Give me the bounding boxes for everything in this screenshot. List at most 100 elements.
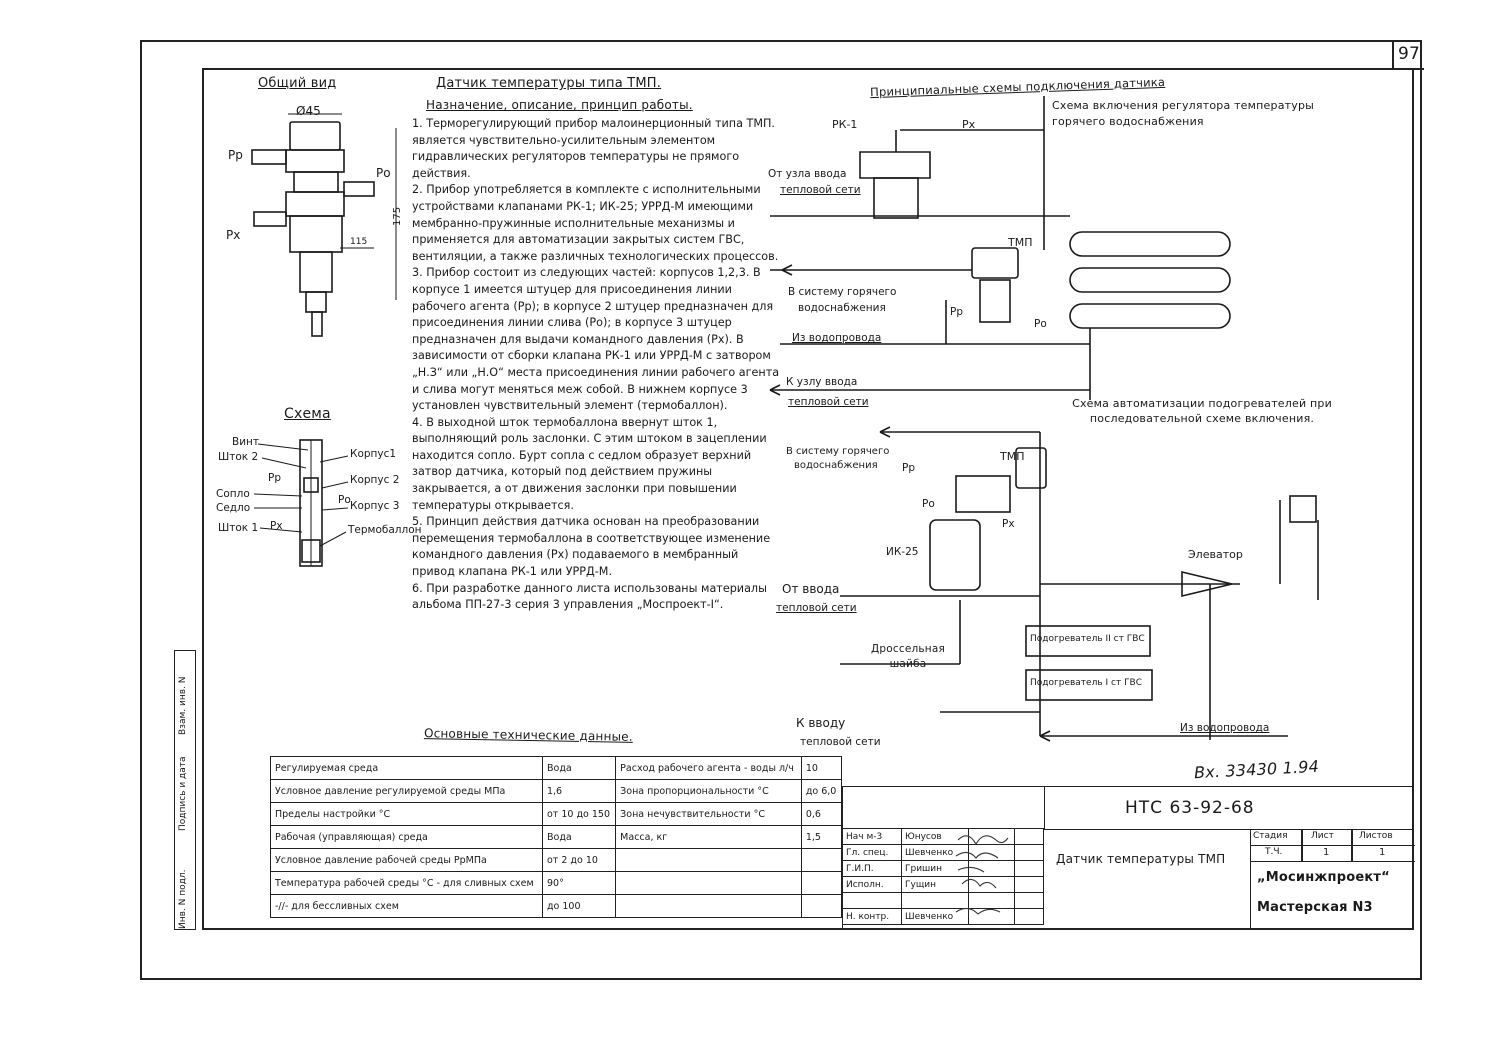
tech-cell: от 10 до 150 xyxy=(541,802,617,826)
schema-sedlo: Седло xyxy=(216,502,251,514)
general-view-sensor xyxy=(251,113,397,337)
stamp-divider xyxy=(1251,845,1415,847)
paragraph-5: 5. Принцип действия датчика основан на п… xyxy=(412,515,771,579)
lbl-pr1: Pр xyxy=(950,306,963,318)
lbl-tmp2: ТМП xyxy=(1000,450,1025,463)
gv-pr: Pр xyxy=(228,148,243,162)
side-strip: Инв. N подл. Подпись и дата Взам. инв. N xyxy=(174,650,196,930)
scheme1-title: Схема включения регулятора температуры г… xyxy=(1052,99,1315,128)
gv-px: Px xyxy=(226,228,241,242)
stamp-right: Стадия Лист Листов Т.Ч. 1 1 „Мосинжпроек… xyxy=(1250,830,1415,930)
tech-cell: Рабочая (управляющая) среда xyxy=(270,825,543,849)
tech-cell: -//- для бессливных схем xyxy=(270,894,543,918)
description-subtitle: Назначение, описание, принцип работы. xyxy=(426,98,693,112)
tech-cell: 0,6 xyxy=(800,802,843,826)
lbl-from-input: От ввода xyxy=(782,582,840,596)
scheme1-drawing xyxy=(769,96,1231,400)
schema-korpus1: Корпус1 xyxy=(350,448,397,460)
tech-cell: Зона нечувствительности °С xyxy=(615,802,802,826)
stamp-role: Н. контр. xyxy=(842,908,902,925)
lbl-px2: Px xyxy=(1002,518,1015,530)
tech-cell: Температура рабочей среды °С - для сливн… xyxy=(270,871,543,895)
lbl-to-hot1: В систему горячего xyxy=(788,286,897,298)
tech-cell: 90° xyxy=(541,871,617,895)
lbl-to-hot2: В систему горячего xyxy=(786,446,890,457)
stamp-org1: „Мосинжпроект“ xyxy=(1257,870,1390,885)
schema-shtok1: Шток 1 xyxy=(218,522,259,534)
tech-cell: Условное давление регулируемой среды МПа xyxy=(270,779,543,803)
stamp-sheets: 1 xyxy=(1379,847,1386,858)
lbl-to-input: К вводу xyxy=(796,716,846,730)
schema-title: Схема xyxy=(284,406,331,422)
drawing-frame xyxy=(140,40,1422,980)
lbl-heat-net4: тепловой сети xyxy=(800,736,881,748)
tech-cell: Вода xyxy=(541,825,617,849)
lbl-rk1: РК-1 xyxy=(832,118,858,131)
scheme2-title: Схема автоматизации подогревателей при п… xyxy=(1072,397,1332,425)
stamp-date xyxy=(1014,908,1044,925)
scheme2-drawing xyxy=(840,426,1319,742)
stamp-name: Датчик температуры ТМП xyxy=(1056,852,1226,866)
sheet-number: 97 xyxy=(1392,40,1424,70)
lbl-water2: водоснабжения xyxy=(794,460,878,471)
lbl-tmp1: ТМП xyxy=(1008,236,1033,249)
stamp-stage-h: Стадия xyxy=(1253,831,1288,841)
tech-cell xyxy=(800,894,843,918)
stamp-sheet: 1 xyxy=(1323,847,1330,858)
lbl-ik25: ИК-25 xyxy=(886,546,919,558)
general-view-title: Общий вид xyxy=(258,76,337,91)
stamp-stage: Т.Ч. xyxy=(1265,847,1283,857)
stamp-person: Шевченко xyxy=(901,908,969,925)
tech-cell xyxy=(800,848,843,872)
lbl-heat-net1: тепловой сети xyxy=(780,184,861,196)
tech-cell: до 100 xyxy=(541,894,617,918)
table-row: Гл. спец.Шевченко xyxy=(842,844,1044,861)
tech-cell: 1,5 xyxy=(800,825,843,849)
signatures xyxy=(955,835,1009,915)
schema-shtok2: Шток 2 xyxy=(218,451,259,463)
dim-115: 115 xyxy=(350,237,368,247)
stamp-sheets-h: Листов xyxy=(1359,831,1393,841)
paragraph-3: 3. Прибор состоит из следующих частей: к… xyxy=(412,266,780,413)
table-row: Исполн.Гущин xyxy=(842,876,1044,893)
description-body: 1. Терморегулирующий прибор малоинерцион… xyxy=(412,116,784,614)
schema-po: Pо xyxy=(338,494,351,506)
schema-sensor xyxy=(253,439,349,567)
lbl-from-pipe2: Из водопровода xyxy=(1180,722,1270,734)
lbl-from-node: От узла ввода xyxy=(768,168,847,180)
lbl-po1: Pо xyxy=(1034,318,1047,330)
inner-frame xyxy=(202,68,1414,930)
description-title: Датчик температуры типа ТМП. xyxy=(436,76,662,91)
stamp-sheet-h: Лист xyxy=(1311,831,1334,841)
lbl-px1: Px xyxy=(962,118,976,131)
lbl-heat-net2: тепловой сети xyxy=(788,396,869,408)
table-row: Условное давление регулируемой среды МПа… xyxy=(270,779,843,803)
schema-korpus3: Корпус 3 xyxy=(350,500,400,512)
stamp-code-cell: НТС 63-92-68 xyxy=(1044,786,1414,830)
lbl-heater2: Подогреватель II ст ГВС xyxy=(1030,634,1145,644)
lbl-elevator: Элеватор xyxy=(1188,548,1243,561)
stamp-stage-grid: Стадия Лист Листов Т.Ч. 1 1 xyxy=(1251,830,1415,862)
schema-termoballon: Термобаллон xyxy=(348,524,422,536)
schema-korpus2: Корпус 2 xyxy=(350,474,400,486)
table-row: Температура рабочей среды °С - для сливн… xyxy=(270,871,843,895)
paragraph-1: 1. Терморегулирующий прибор малоинерцион… xyxy=(412,117,775,180)
table-row: Г.И.П.Гришин xyxy=(842,860,1044,877)
stamp-code: НТС 63-92-68 xyxy=(1125,798,1255,818)
paragraph-6: 6. При разработке данного листа использо… xyxy=(412,581,767,612)
lbl-heat-net3: тепловой сети xyxy=(776,602,857,614)
lbl-heater1: Подогреватель I ст ГВС xyxy=(1030,678,1143,688)
lbl-po2: Pо xyxy=(922,498,935,510)
tech-cell: Расход рабочего агента - воды л/ч xyxy=(615,756,802,780)
paragraph-4: 4. В выходной шток термобаллона ввернут … xyxy=(412,415,767,512)
lbl-water1: водоснабжения xyxy=(798,302,886,314)
table-row xyxy=(842,892,1044,909)
paragraph-2: 2. Прибор употребляется в комплекте с ис… xyxy=(412,183,779,263)
schema-pr: Pр xyxy=(268,472,281,484)
